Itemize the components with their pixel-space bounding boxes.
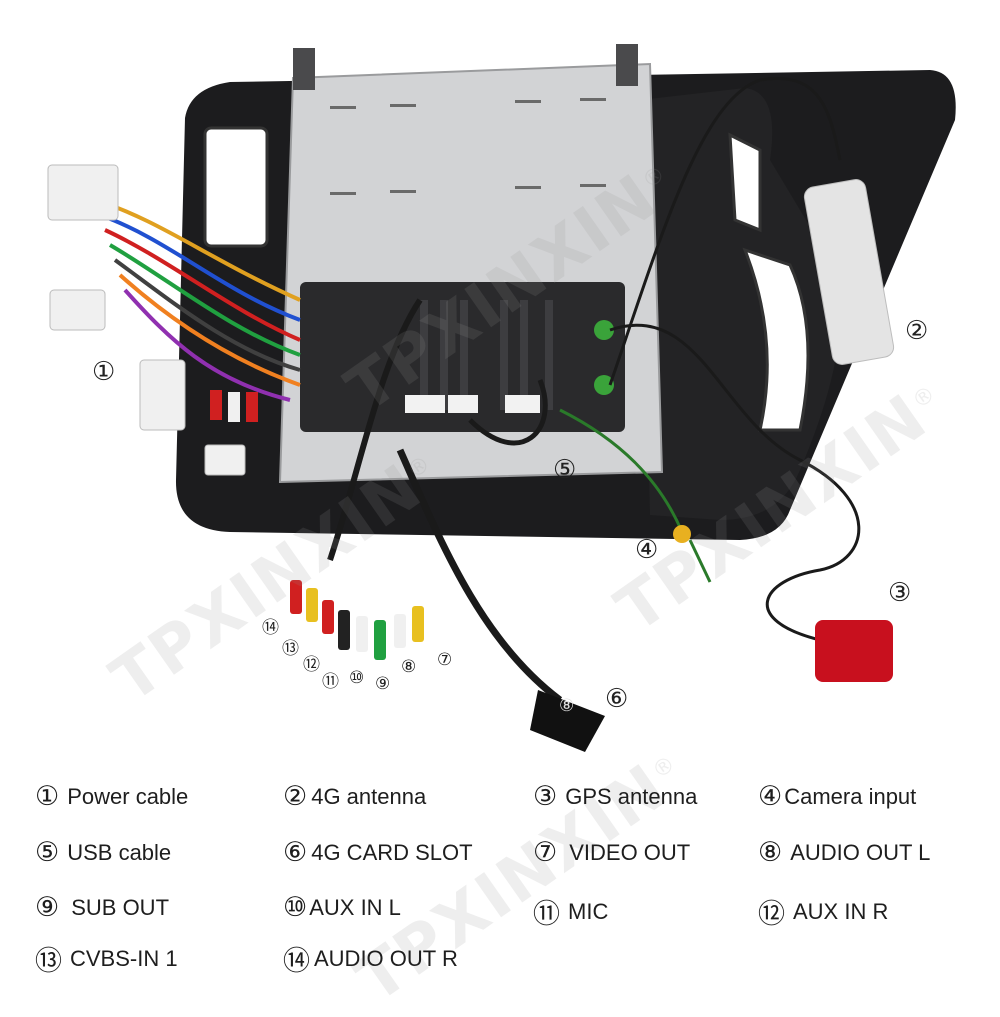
legend-number: ⑬ [35,946,62,977]
camera-plug [673,525,691,543]
callout-4: ④ [635,535,659,565]
4g-antenna-strip [803,179,895,365]
callout-12: ⑫ [303,655,320,675]
legend-number: ⑧ [758,837,783,868]
4g-card-slot [530,690,605,752]
power-harness [94,198,301,402]
callout-10: ⑩ [349,668,365,688]
legend-number: ⑭ [283,946,310,977]
callout-5: ⑤ [553,455,577,485]
usb-cable [468,379,548,446]
harness-connector-4 [204,444,246,476]
legend-number: ③ [533,781,558,812]
callout-6: ⑥ [605,684,629,714]
gps-cable [609,323,861,642]
callout-8-slot: ⑧ [559,696,575,716]
legend-item-sub-out: ⑨ SUB OUT [35,892,169,923]
legend-number: ⑪ [533,899,560,930]
legend-number: ② [283,781,308,812]
legend-label: Camera input [784,783,917,809]
legend-label: USB cable [67,839,172,865]
callout-2: ② [905,316,929,346]
harness-connector-1 [47,164,119,221]
legend-label: 4G CARD SLOT [311,839,473,865]
legend-item-power-cable: ① Power cable [35,781,188,812]
bracket-right [616,44,638,86]
legend-label: AUDIO OUT R [314,945,458,971]
4g-port [594,375,614,395]
callout-7: ⑦ [437,650,453,670]
legend-label: AUX IN L [309,894,401,920]
legend-label: Power cable [67,783,189,809]
legend-number: ④ [758,781,783,812]
camera-cable [559,408,684,533]
callout-13: ⑬ [282,639,299,659]
gps-port [594,320,614,340]
legend-number: ⑤ [35,837,60,868]
callout-8-label: ⑧ [401,657,417,677]
gps-antenna-puck [815,620,893,682]
legend-label: MIC [568,898,609,924]
cable-bundle [327,298,423,561]
callout-9: ⑨ [375,674,391,694]
legend-item-4g-antenna: ② 4G antenna [283,781,426,812]
connector-block-3 [505,395,540,413]
plate-vent-dots [330,98,606,195]
legend-item-camera-input: ④ Camera input [758,781,916,812]
product-photo [47,44,956,752]
callout-3: ③ [888,578,912,608]
legend-label: 4G antenna [311,783,427,809]
legend-number: ⑦ [533,837,558,868]
4g-antenna-cable [608,77,842,386]
right-upper-cutout [728,132,762,233]
legend-item-audio-out-l: ⑧ AUDIO OUT L [758,837,930,868]
legend-number: ⑩ [283,892,308,923]
legend-item-4g-card-slot: ⑥ 4G CARD SLOT [283,837,473,868]
chassis-ribs [420,300,553,410]
legend-item-usb-cable: ⑤ USB cable [35,837,171,868]
harness-connector-3 [139,359,186,431]
legend-label: AUDIO OUT L [790,839,931,865]
callout-11: ⑪ [322,672,339,692]
connector-block-1 [405,395,445,413]
legend-label: VIDEO OUT [569,839,691,865]
legend-number: ⑥ [283,837,308,868]
connector-block-2 [448,395,478,413]
legend-number: ① [35,781,60,812]
legend-number: ⑨ [35,892,60,923]
legend-item-aux-in-l: ⑩ AUX IN L [283,892,401,923]
legend-item-aux-in-r: ⑫ AUX IN R [758,892,888,931]
legend-number: ⑫ [758,899,785,930]
legend-label: GPS antenna [565,783,698,809]
legend-item-mic: ⑪ MIC [533,892,608,931]
rca-plugs-bottom [290,580,424,660]
left-vent-cutout [203,126,269,248]
legend-item-cvbs-in-1: ⑬ CVBS-IN 1 [35,939,178,978]
legend-label: CVBS-IN 1 [70,945,178,971]
callout-1: ① [92,357,116,387]
rca-plugs-left [210,390,258,422]
legend-label: SUB OUT [71,894,170,920]
legend-item-video-out: ⑦ VIDEO OUT [533,837,690,868]
bracket-left [293,48,315,90]
4g-card-cable [396,448,563,703]
legend-label: AUX IN R [793,898,889,924]
callout-14: ⑭ [262,618,279,638]
right-vent-cutout [742,247,810,432]
harness-connector-2 [49,289,106,331]
legend-item-audio-out-r: ⑭ AUDIO OUT R [283,939,458,978]
legend-item-gps-antenna: ③ GPS antenna [533,781,697,812]
